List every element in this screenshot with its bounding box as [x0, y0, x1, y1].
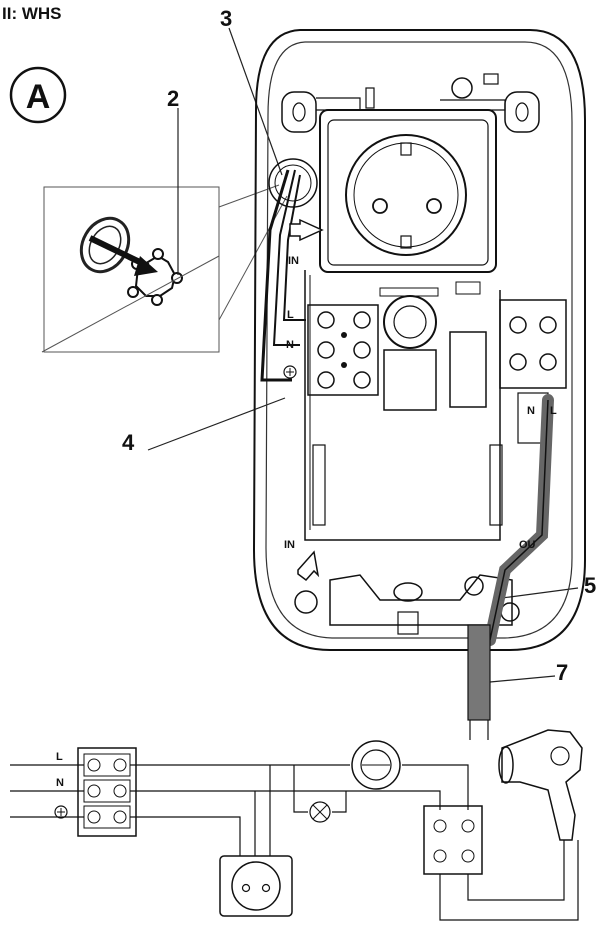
callout-3: 3: [220, 6, 233, 31]
callout-4: 4: [122, 430, 135, 455]
in-bottom-label: IN: [284, 539, 295, 551]
right-N-label: N: [527, 405, 535, 417]
detail-inset: [41, 184, 288, 353]
indicator-light-icon: [451, 77, 473, 99]
in-arrow-icon-top: [289, 218, 324, 242]
thermostat-icon: [351, 740, 401, 790]
arrow-icon: [134, 256, 158, 276]
schematic-N-label: N: [56, 777, 64, 789]
page-title: II: WHS: [2, 4, 62, 23]
callout-2: 2: [167, 86, 180, 111]
circle-marker: A: [9, 66, 67, 124]
earth-symbol-icon: [283, 365, 297, 379]
internal-wiring: [260, 169, 554, 740]
in-top-label: IN: [288, 255, 299, 267]
in-arrow-icon-bottom: [297, 550, 320, 582]
term-N-label: N: [286, 339, 294, 351]
schematic: L N: [10, 729, 583, 921]
power-cable: [467, 624, 491, 721]
callout-7: 7: [556, 660, 569, 685]
right-L-label: L: [550, 405, 557, 417]
socket-icon: [219, 855, 293, 917]
schematic-earth-icon: [54, 805, 68, 819]
lamp-icon: [309, 801, 331, 823]
circle-marker-letter: A: [26, 78, 51, 116]
hair-dryer-icon: [498, 729, 583, 841]
out-label: OU: [519, 539, 536, 551]
term-L-label: L: [287, 309, 294, 321]
schematic-L-label: L: [56, 751, 63, 763]
device-housing: [252, 29, 586, 651]
callout-5: 5: [584, 573, 597, 598]
